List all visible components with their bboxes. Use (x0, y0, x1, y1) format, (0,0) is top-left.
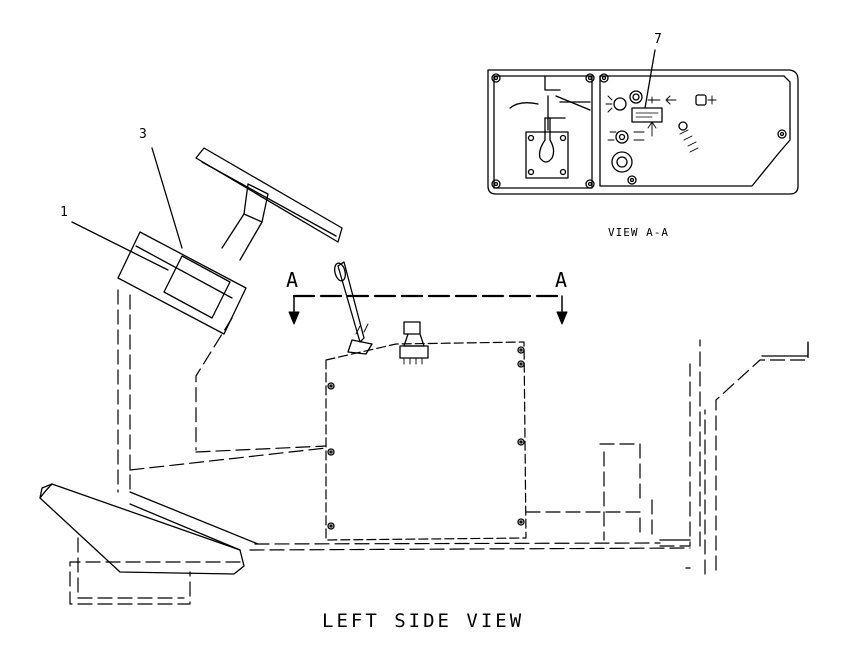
section-marker-left: A (286, 268, 299, 292)
control-lever (337, 261, 365, 343)
floor-pedal (39, 341, 809, 575)
leader-7 (644, 49, 656, 109)
section-marker-right: A (555, 268, 568, 292)
leader-3 (151, 147, 183, 249)
hidden-lines (69, 289, 809, 605)
steering-wheel (195, 147, 343, 243)
section-line (288, 294, 568, 325)
callout-7: 7 (654, 32, 662, 47)
detail-right-panel (599, 75, 791, 187)
leader-1 (71, 221, 169, 271)
detail-view-a-a (487, 49, 799, 195)
control-box-outline (325, 341, 527, 541)
key-switch (403, 321, 421, 335)
display-module (163, 255, 231, 319)
callout-3: 3 (139, 127, 147, 142)
steering-assembly (71, 147, 343, 335)
detail-view-caption: VIEW A-A (608, 226, 669, 239)
callout-1: 1 (60, 205, 68, 220)
drawing-title: LEFT SIDE VIEW (322, 610, 525, 632)
dash-console (117, 231, 247, 335)
control-box (325, 261, 527, 541)
detail-outer-plate (487, 69, 799, 195)
pedal (39, 483, 245, 575)
